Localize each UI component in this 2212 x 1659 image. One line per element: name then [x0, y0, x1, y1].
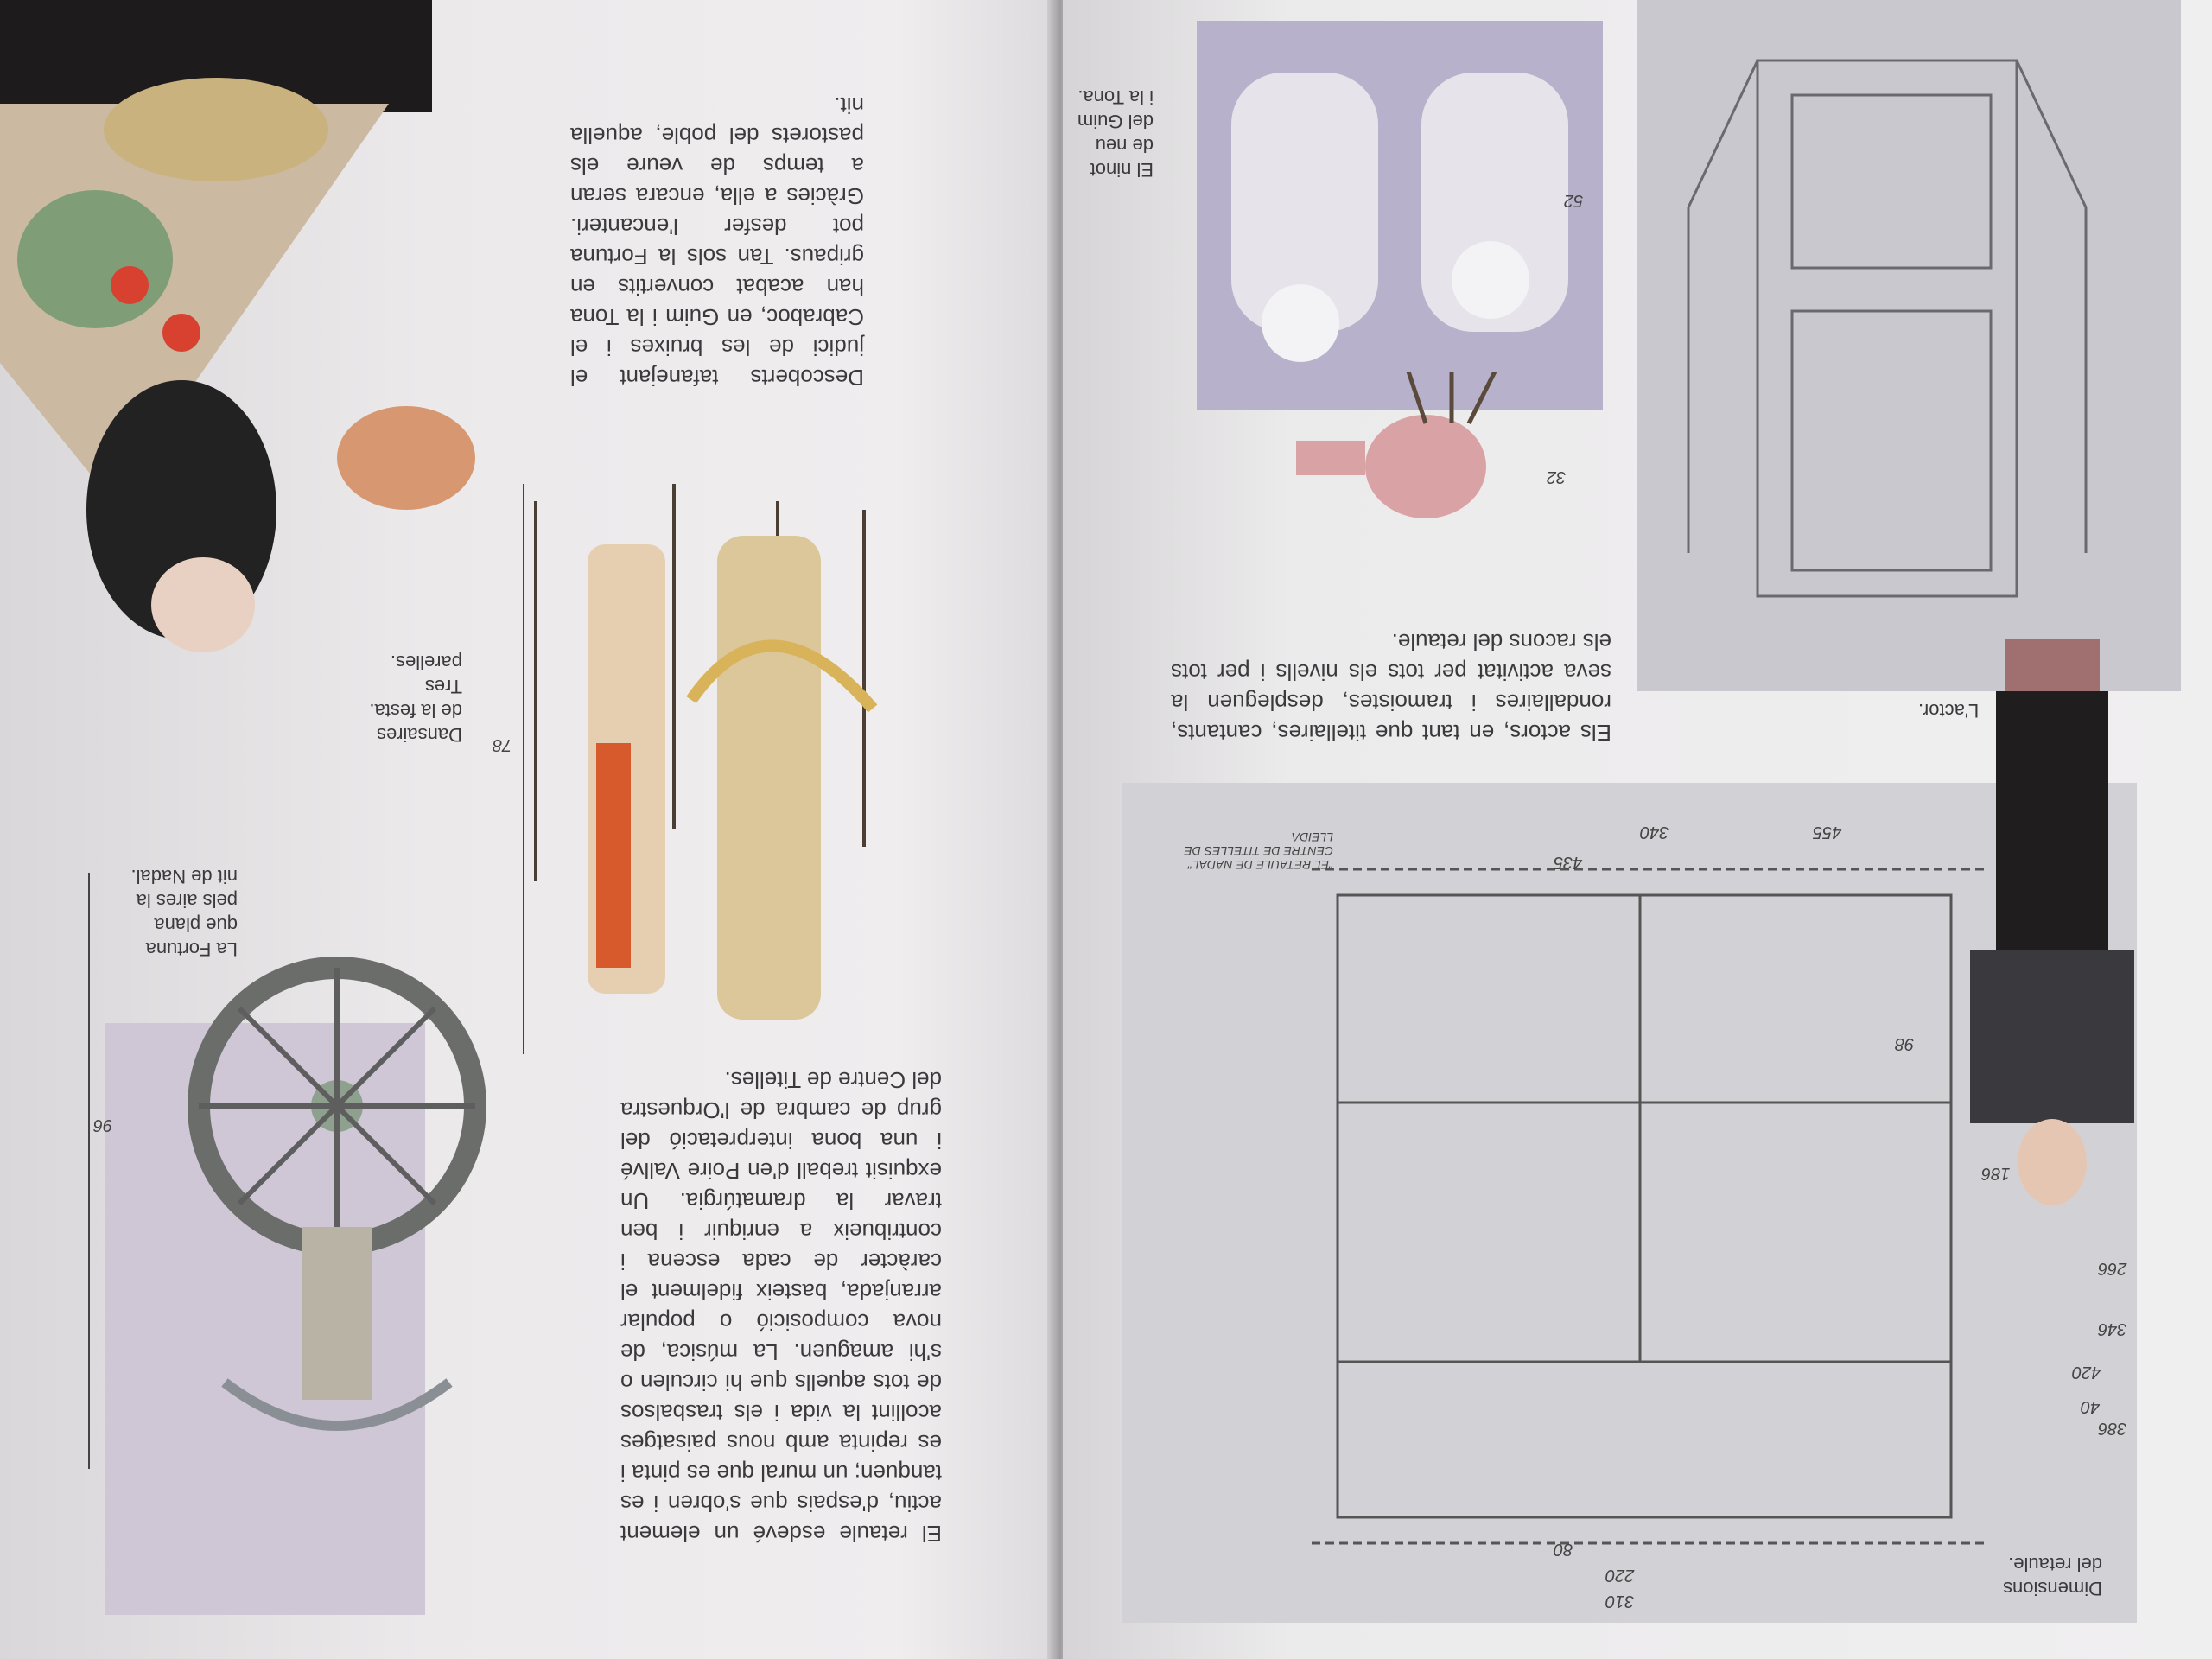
blueprint-dim-1: 220: [1605, 1566, 1635, 1585]
blueprint-dim-11: 98: [1895, 1034, 1915, 1053]
dimension-fortuna: 96: [93, 1116, 113, 1135]
dimension-dansaires: 78: [493, 735, 512, 754]
fortuna-panel: [105, 1023, 425, 1615]
caption-ninot: El ninot de neu del Guim i la Tona.: [1077, 86, 1154, 181]
blueprint-dim-3: 340: [1640, 823, 1669, 842]
paragraph-actors: Els actors, en tant que titellaires, can…: [1171, 629, 1611, 746]
dancers-illustration: [501, 484, 878, 1020]
paragraph-story: Descoberts tafanejant el judici de les b…: [570, 92, 864, 391]
actor-structure-blueprint: [1637, 0, 2181, 691]
toads-and-children-illustration: [0, 0, 475, 652]
blueprint-dim-4: 435: [1554, 853, 1583, 872]
blueprint-dim-6: 386: [2098, 1419, 2127, 1438]
retaule-blueprint: "EL RETAULE DE NADAL" CENTRE DE TITELLES…: [1122, 783, 2137, 1623]
dimension-ninot: 52: [1564, 191, 1584, 210]
dimension-line: [523, 484, 524, 1054]
dimension-puppet: 32: [1547, 467, 1567, 486]
blueprint-dim-12: 40: [2081, 1397, 2101, 1416]
caption-dimensions: Dimensions del retaule.: [2003, 1554, 2102, 1599]
dimension-line: [88, 873, 90, 1469]
right-page: 32 52 El ninot de neu del Guim i la Tona…: [1063, 0, 2212, 1659]
actor-illustration: [1970, 639, 2134, 1205]
blueprint-title: "EL RETAULE DE NADAL" CENTRE DE TITELLES…: [1184, 830, 1333, 872]
goat-puppet-illustration: [1296, 372, 1521, 518]
fortuna-wheel-illustration: [188, 957, 486, 1431]
blueprint-dim-7: 346: [2098, 1319, 2127, 1338]
blueprint-dim-8: 420: [2072, 1363, 2101, 1382]
left-page: 96 La Fortuna que plana pels aires la ni…: [0, 0, 1058, 1659]
blueprint-dim-2: 80: [1554, 1540, 1573, 1559]
snowman-panel: [1197, 21, 1603, 410]
blueprint-dim-9: 266: [2098, 1259, 2127, 1278]
blueprint-dim-0: 310: [1605, 1592, 1635, 1611]
paragraph-retaule: El retaule esdevé un element actiu, d'es…: [620, 1067, 942, 1547]
caption-fortuna: La Fortuna que plana pels aires la nit d…: [130, 866, 238, 960]
blueprint-dim-5: 455: [1813, 823, 1842, 842]
